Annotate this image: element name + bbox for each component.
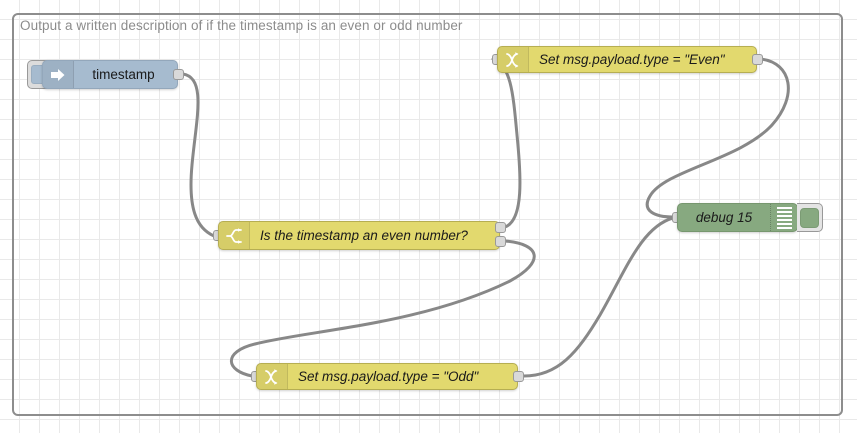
switch-icon	[219, 222, 250, 249]
change-shuffle-icon	[257, 364, 288, 389]
port-out-change-even[interactable]	[752, 54, 763, 65]
debug-enable-toggle[interactable]	[797, 203, 823, 232]
node-change-even[interactable]: Set msg.payload.type = "Even"	[497, 46, 757, 73]
flow-group[interactable]	[12, 13, 843, 416]
node-inject-timestamp[interactable]: timestamp	[42, 60, 178, 89]
debug-toggle-pad	[800, 207, 819, 228]
flow-group-label: Output a written description of if the t…	[20, 18, 463, 33]
node-inject-label: timestamp	[92, 67, 155, 82]
change-shuffle-icon	[498, 47, 529, 72]
debug-stripes-icon	[770, 204, 797, 231]
inject-arrow-icon	[43, 61, 74, 88]
node-switch-label: Is the timestamp an even number?	[260, 228, 468, 243]
node-debug-15[interactable]: debug 15	[677, 203, 798, 232]
port-out-inject[interactable]	[173, 69, 184, 80]
port-out-change-odd[interactable]	[513, 371, 524, 382]
node-change-odd[interactable]: Set msg.payload.type = "Odd"	[256, 363, 518, 390]
node-change-even-label: Set msg.payload.type = "Even"	[539, 52, 725, 67]
port-out-switch-0[interactable]	[495, 222, 506, 233]
port-out-switch-1[interactable]	[495, 236, 506, 247]
node-switch-even-check[interactable]: Is the timestamp an even number?	[218, 221, 500, 250]
node-debug-label: debug 15	[695, 210, 753, 225]
node-change-odd-label: Set msg.payload.type = "Odd"	[298, 369, 479, 384]
